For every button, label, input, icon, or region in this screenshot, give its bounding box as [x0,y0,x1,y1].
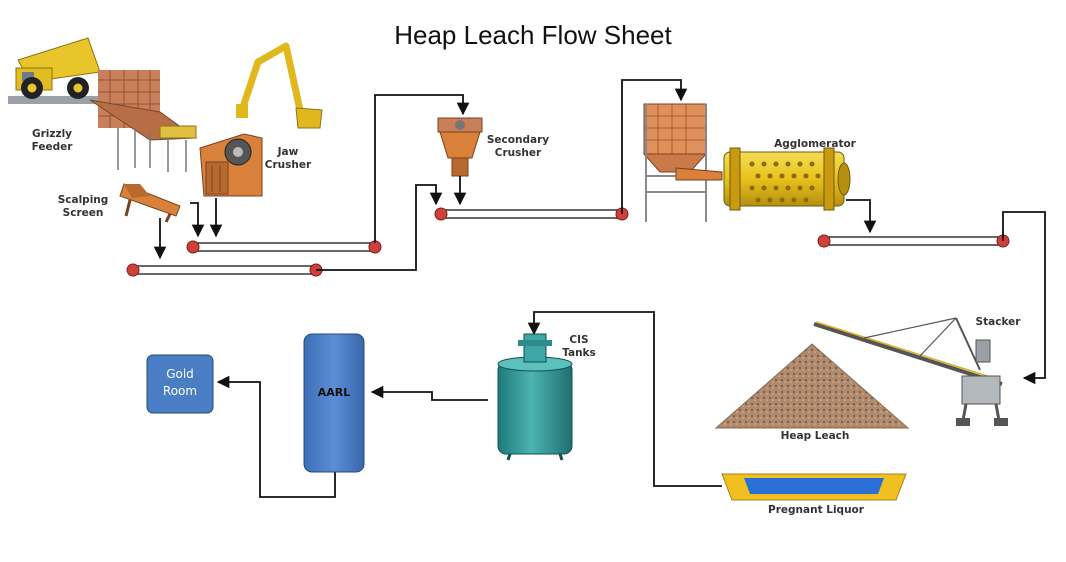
ore-bin-icon [642,103,723,222]
scalping-screen-icon [119,183,181,223]
label-agglomerator: Agglomerator [774,138,856,150]
label-secondary-crusher: Secondary Crusher [486,134,550,159]
label-jaw-crusher: Jaw Crusher [264,146,312,171]
haul-truck-icon [8,37,103,104]
label-aarl: AARL [317,386,351,399]
diagram-title: Heap Leach Flow Sheet [394,20,672,50]
label-grizzly-feeder: Grizzly Feeder [31,128,73,153]
gold-room-box-icon [146,354,214,414]
aarl-column-icon [303,333,365,473]
label-stacker: Stacker [975,316,1021,328]
jaw-crusher-icon [199,133,263,197]
heap-leach-pile-icon [714,343,910,429]
label-heap-leach: Heap Leach [780,430,850,442]
label-pregnant-liquor: Pregnant Liquor [768,504,864,516]
flow-arrows [153,79,1046,498]
stacker-icon [813,317,1008,427]
agglomerator-drum-icon [723,147,851,211]
excavator-icon [236,42,323,129]
conveyor-belts [133,209,1003,275]
cis-tank-icon [497,333,573,461]
label-scalping-screen: Scalping Screen [57,194,109,219]
grizzly-feeder-icon [89,70,198,172]
secondary-crusher-icon [437,117,483,177]
label-gold-room: Gold Room [162,367,198,398]
label-cis-tanks: CIS Tanks [562,334,596,359]
pregnant-liquor-pond-icon [721,473,907,501]
